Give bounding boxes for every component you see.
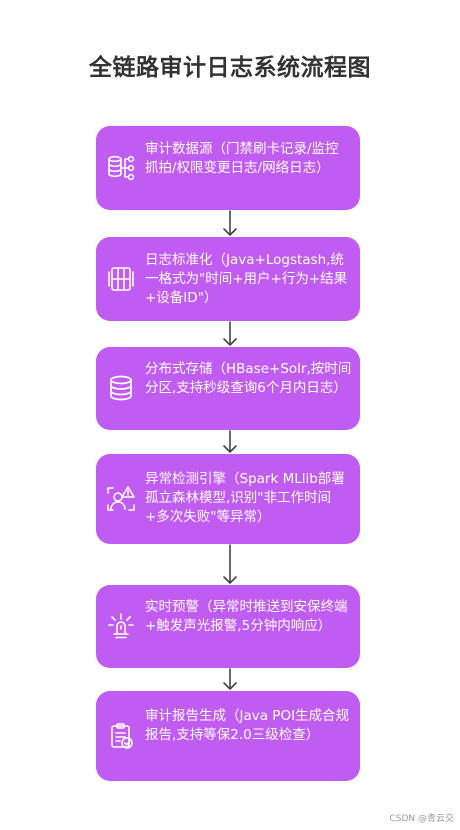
alert-icon bbox=[106, 611, 136, 641]
flow-step-4: 异常检测引擎（Spark MLlib部署孤立森林模型,识别"非工作时间+多次失败… bbox=[96, 454, 360, 544]
flow-step-6-label: 审计报告生成（Java POI生成合规报告,支持等保2.0三级检查） bbox=[145, 708, 350, 743]
database-icon bbox=[106, 373, 136, 403]
flow-arrow-5 bbox=[221, 668, 239, 691]
flow-step-2: 日志标准化（Java+Logstash,统一格式为"时间+用户+行为+结果+设备… bbox=[96, 237, 360, 321]
report-icon bbox=[106, 721, 136, 751]
anomaly-detection-icon bbox=[106, 484, 136, 514]
flow-step-1: 审计数据源（门禁刷卡记录/监控抓拍/权限变更日志/网络日志） bbox=[96, 126, 360, 210]
flow-step-3: 分布式存储（HBase+Solr,按时间分区,支持秒级查询6个月内日志） bbox=[96, 347, 360, 430]
flow-arrow-3 bbox=[221, 430, 239, 454]
flow-arrow-1 bbox=[221, 210, 239, 237]
flow-arrow-2 bbox=[221, 321, 239, 347]
flow-step-1-label: 审计数据源（门禁刷卡记录/监控抓拍/权限变更日志/网络日志） bbox=[145, 141, 339, 176]
flow-step-5-label: 实时预警（异常时推送到安保终端+触发声光报警,5分钟内响应） bbox=[145, 599, 348, 634]
flow-arrow-4 bbox=[221, 544, 239, 585]
data-source-icon bbox=[106, 153, 136, 183]
standardize-icon bbox=[106, 264, 136, 294]
flow-step-3-label: 分布式存储（HBase+Solr,按时间分区,支持秒级查询6个月内日志） bbox=[145, 361, 352, 396]
flow-step-5: 实时预警（异常时推送到安保终端+触发声光报警,5分钟内响应） bbox=[96, 585, 360, 668]
watermark: CSDN @青云交 bbox=[389, 814, 454, 824]
diagram-title: 全链路审计日志系统流程图 bbox=[89, 55, 371, 81]
flow-step-4-label: 异常检测引擎（Spark MLlib部署孤立森林模型,识别"非工作时间+多次失败… bbox=[145, 471, 345, 525]
flow-step-6: 审计报告生成（Java POI生成合规报告,支持等保2.0三级检查） bbox=[96, 691, 360, 781]
flow-step-2-label: 日志标准化（Java+Logstash,统一格式为"时间+用户+行为+结果+设备… bbox=[145, 252, 348, 306]
